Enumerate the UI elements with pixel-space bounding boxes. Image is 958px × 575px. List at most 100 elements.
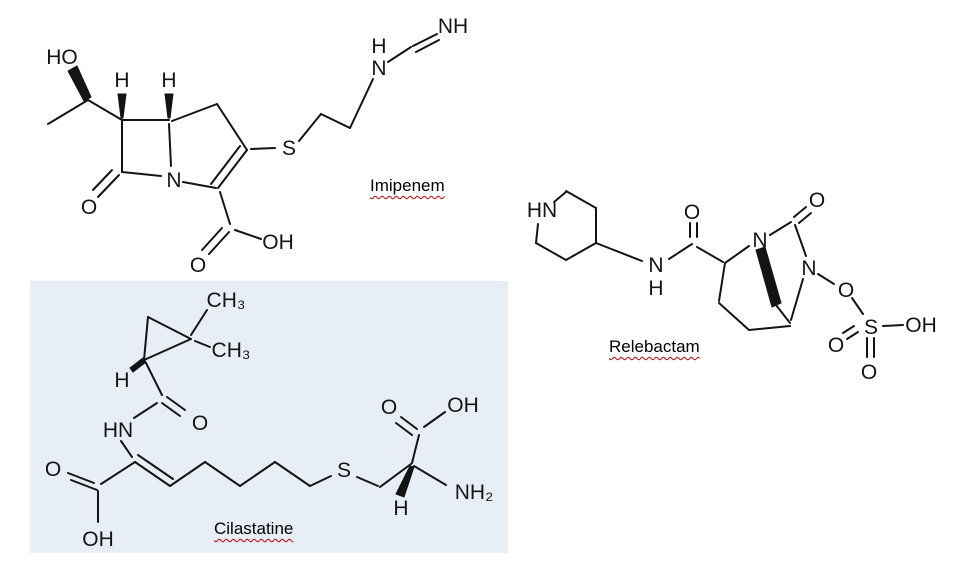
atom-label-o: O xyxy=(838,279,854,302)
atom-label-hn: HN xyxy=(103,419,133,442)
bond xyxy=(790,278,804,321)
wedge-bond xyxy=(129,357,147,373)
double-bond xyxy=(208,231,230,255)
double-bond xyxy=(842,325,855,334)
atom-label-o: O xyxy=(809,189,825,212)
atom-label-ch3: CH₃ xyxy=(212,339,251,362)
double-bond xyxy=(395,422,413,436)
bond xyxy=(696,246,724,263)
bond xyxy=(190,309,208,336)
bond xyxy=(356,476,379,487)
bond xyxy=(413,465,447,486)
atom-label-ho: HO xyxy=(46,46,78,69)
atom-label-ch3: CH₃ xyxy=(207,289,246,312)
bond xyxy=(309,475,332,487)
cilastatine-panel xyxy=(30,281,508,553)
bond xyxy=(718,262,726,302)
bond xyxy=(565,190,597,209)
atom-label-o: O xyxy=(828,334,844,357)
bond xyxy=(595,242,643,262)
imipenem-structure: HO H H N O O OH S H N NH xyxy=(46,15,468,277)
imipenem-atom-labels: HO H H N O O OH S H N NH xyxy=(46,15,468,277)
atom-label-h: H xyxy=(161,69,176,92)
double-bond xyxy=(210,145,241,185)
bond xyxy=(817,273,835,285)
double-bond xyxy=(415,39,440,53)
atom-label-o: O xyxy=(861,361,877,384)
atom-label-h: H xyxy=(648,277,663,300)
bond xyxy=(120,440,133,458)
double-bond xyxy=(412,33,438,47)
double-bond xyxy=(217,149,248,189)
double-bond xyxy=(97,174,120,198)
atom-label-hn: HN xyxy=(527,199,557,222)
cilastatine-bonds xyxy=(67,309,447,523)
bond xyxy=(668,243,693,260)
bond xyxy=(121,171,162,177)
atom-label-nh2: NH₂ xyxy=(455,481,493,504)
bond xyxy=(298,113,322,142)
atom-label-o: O xyxy=(684,201,700,224)
double-bond xyxy=(161,402,181,417)
atom-label-nh: NH xyxy=(438,15,468,38)
double-bond xyxy=(137,454,174,480)
bond xyxy=(234,229,262,240)
cilastatine-atom-labels: CH₃ CH₃ H O HN O OH S O OH H NH₂ xyxy=(45,289,493,551)
double-bond xyxy=(846,331,859,340)
wedge-bond xyxy=(117,93,127,119)
atom-label-h: H xyxy=(371,35,386,58)
bond xyxy=(169,461,206,487)
bond xyxy=(379,463,412,488)
bond xyxy=(387,46,412,63)
bond xyxy=(204,461,241,487)
bond xyxy=(219,191,231,225)
bond xyxy=(320,113,351,129)
bond xyxy=(194,340,211,348)
wedge-bond xyxy=(67,65,92,102)
bond xyxy=(47,99,89,125)
bond xyxy=(143,316,149,361)
atom-label-oh: OH xyxy=(905,314,937,337)
atom-label-h: H xyxy=(393,497,408,520)
bond xyxy=(147,316,192,340)
bond xyxy=(882,324,904,327)
imipenem-label: Imipenem xyxy=(370,176,445,195)
atom-label-s: S xyxy=(337,459,351,482)
bond xyxy=(274,461,311,487)
double-bond xyxy=(201,227,223,251)
bond xyxy=(718,302,750,331)
bond xyxy=(423,411,446,428)
bond xyxy=(565,242,597,261)
bond xyxy=(794,224,807,257)
bond xyxy=(535,242,567,261)
bond xyxy=(133,402,158,419)
atom-label-o: O xyxy=(190,254,206,277)
bond xyxy=(775,304,791,324)
atom-label-o: O xyxy=(192,412,208,435)
double-bond xyxy=(70,479,98,491)
bond xyxy=(851,297,864,315)
bond xyxy=(100,461,136,485)
atom-label-o: O xyxy=(81,196,97,219)
double-bond xyxy=(134,461,171,487)
atom-label-n: N xyxy=(371,57,386,80)
atom-label-n: N xyxy=(648,254,663,277)
wedge-bond xyxy=(395,465,415,498)
double-bond xyxy=(166,396,186,411)
bond xyxy=(411,434,420,464)
atom-label-oh: OH xyxy=(447,394,479,417)
imipenem-bonds xyxy=(47,33,440,255)
bond xyxy=(553,191,567,203)
bond xyxy=(250,147,276,150)
double-bond xyxy=(67,472,95,484)
bond xyxy=(535,223,539,244)
bond xyxy=(171,103,218,122)
atom-label-o: O xyxy=(381,396,397,419)
wedge-bond xyxy=(755,246,782,308)
atom-label-oh: OH xyxy=(82,528,114,551)
relebactam-atom-labels: HN O N H N O N O S O O OH xyxy=(527,189,937,384)
double-bond xyxy=(92,169,113,191)
bond xyxy=(724,245,750,264)
